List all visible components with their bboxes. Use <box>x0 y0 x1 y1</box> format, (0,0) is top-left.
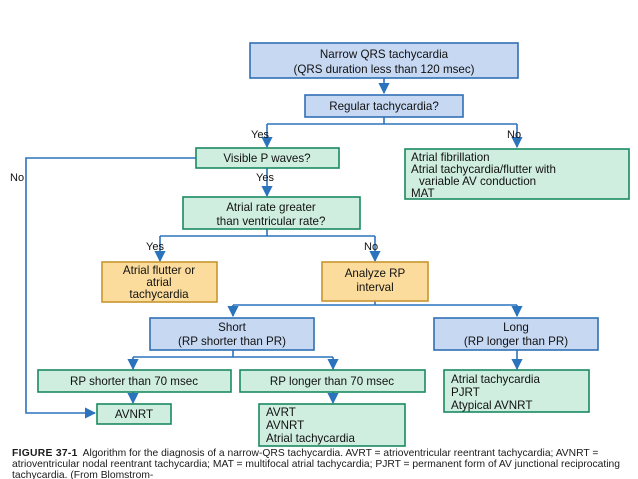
flowchart: Yes No No Yes Yes No Narrow QRS tachycar… <box>10 42 630 447</box>
node-narrow-qrs-tachycardia: Narrow QRS tachycardia (QRS duration les… <box>249 42 519 79</box>
node-line: Atrial tachycardia <box>266 432 355 445</box>
node-line: (QRS duration less than 120 msec) <box>293 63 474 76</box>
node-box <box>404 148 630 200</box>
node-line: AVNRT <box>266 419 304 432</box>
figure-label: FIGURE 37-1 <box>12 448 78 459</box>
node-line: RP longer than 70 msec <box>270 375 394 388</box>
node-box <box>443 369 590 413</box>
node-line: PJRT <box>451 386 480 399</box>
edge-labels: Yes No No Yes Yes No <box>10 129 521 253</box>
node-regular-tachycardia: Regular tachycardia? <box>304 94 464 118</box>
node-box <box>96 403 172 425</box>
node-line: Atypical AVNRT <box>451 399 532 412</box>
node-long-rp: Long (RP longer than PR) <box>433 317 599 351</box>
node-box <box>37 369 232 393</box>
label-regular-no: No <box>507 129 521 141</box>
node-box <box>304 94 464 118</box>
node-line: than ventricular rate? <box>217 215 326 228</box>
node-atrial-flutter: Atrial flutter or atrial tachycardia <box>101 261 218 303</box>
edge-atrial-rate-branch <box>160 229 375 237</box>
node-line: Long <box>503 321 529 334</box>
node-line: Atrial tachycardia/flutter with <box>411 163 556 176</box>
node-box <box>321 261 429 302</box>
node-box <box>195 147 340 169</box>
node-line: atrial <box>146 276 171 289</box>
node-line: variable AV conduction <box>419 175 536 188</box>
node-box <box>258 403 406 447</box>
edge-analyze-rp-branch <box>233 301 517 306</box>
node-line: AVNRT <box>115 408 153 421</box>
node-analyze-rp-interval: Analyze RP interval <box>321 261 429 302</box>
node-line: Atrial tachycardia <box>451 373 540 386</box>
node-box <box>249 42 519 79</box>
node-line: Visible P waves? <box>223 152 311 165</box>
node-line: Short <box>218 321 246 334</box>
node-line: Atrial rate greater <box>226 201 316 214</box>
connectors <box>25 78 523 419</box>
node-box <box>433 317 599 351</box>
node-box <box>182 196 361 230</box>
node-line: AVRT <box>266 406 296 419</box>
node-line: MAT <box>411 187 435 200</box>
node-atrial-rate-question: Atrial rate greater than ventricular rat… <box>182 196 361 230</box>
node-atrial-fibrillation-group: Atrial fibrillation Atrial tachycardia/f… <box>404 148 630 200</box>
label-rate-no: No <box>364 241 378 253</box>
node-rp-shorter-than-70: RP shorter than 70 msec <box>37 369 232 393</box>
node-avrt-group: AVRT AVNRT Atrial tachycardia <box>258 403 406 447</box>
edge-short-branch <box>133 350 333 358</box>
node-line: (RP longer than PR) <box>464 335 568 348</box>
figure-caption-text: Algorithm for the diagnosis of a narrow-… <box>12 448 620 479</box>
node-line: Analyze RP <box>345 267 406 280</box>
node-box <box>149 317 315 351</box>
node-line: Atrial flutter or <box>123 264 195 277</box>
node-line: interval <box>356 281 393 294</box>
node-line: Regular tachycardia? <box>329 100 439 113</box>
edge-visible-no-to-avnrt <box>25 157 196 419</box>
node-box <box>239 369 426 393</box>
node-avnrt: AVNRT <box>96 403 172 425</box>
node-rp-longer-than-70: RP longer than 70 msec <box>239 369 426 393</box>
edge-regular-branch <box>267 117 517 125</box>
node-line: (RP shorter than PR) <box>178 335 286 348</box>
label-rate-yes: Yes <box>146 241 164 253</box>
label-regular-yes: Yes <box>251 129 269 141</box>
node-line: RP shorter than 70 msec <box>70 375 198 388</box>
node-line: Atrial fibrillation <box>411 151 490 164</box>
label-visible-no: No <box>10 172 24 184</box>
node-line: tachycardia <box>129 288 189 301</box>
node-box <box>101 261 218 303</box>
node-short-rp: Short (RP shorter than PR) <box>149 317 315 351</box>
label-visible-yes: Yes <box>256 172 274 184</box>
node-visible-p-waves: Visible P waves? <box>195 147 340 169</box>
node-line: Narrow QRS tachycardia <box>320 48 449 61</box>
node-long-rp-group: Atrial tachycardia PJRT Atypical AVNRT <box>443 369 590 413</box>
